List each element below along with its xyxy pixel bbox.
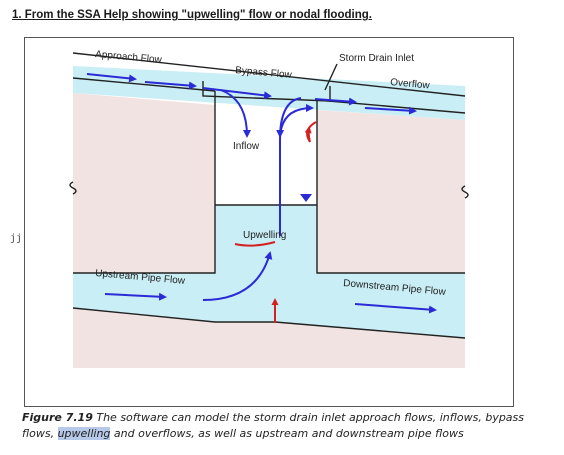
label-bypass-flow: Bypass Flow: [235, 65, 293, 81]
label-inflow: Inflow: [233, 141, 260, 152]
overflow-arrow: [314, 97, 357, 106]
caption-highlighted-word: upwelling: [57, 427, 111, 440]
overflow-arrow-2: [364, 106, 417, 115]
side-marker: jj: [10, 233, 23, 244]
bypass-arrow-2: [202, 87, 272, 100]
upwelling-shaft: [279, 104, 314, 236]
water-level-marker: [300, 194, 312, 202]
storm-drain-diagram: Approach Flow Bypass Flow Storm Drain In…: [24, 37, 514, 407]
annotation-curl-top: [307, 121, 317, 143]
upwelling-curve: [202, 251, 273, 301]
section-heading: 1. From the SSA Help showing "upwelling"…: [12, 9, 372, 21]
label-overflow: Overflow: [390, 77, 431, 91]
annotation-underline: [234, 241, 276, 247]
label-storm-drain-inlet: Storm Drain Inlet: [339, 53, 414, 64]
caption-figure-number: Figure 7.19: [22, 411, 93, 424]
soil-right: [317, 110, 465, 273]
upstream-arrow: [104, 292, 167, 301]
diagram-canvas: Approach Flow Bypass Flow Storm Drain In…: [69, 49, 469, 368]
caption-text-after: and overflows, as well as upstream and d…: [113, 427, 464, 440]
label-leader: [324, 63, 338, 91]
soil-left: [73, 93, 215, 273]
left-break: [69, 181, 77, 195]
label-approach-flow: Approach Flow: [95, 49, 163, 66]
right-break: [461, 185, 469, 199]
inlet-right-wall: [316, 100, 465, 274]
inlet-left-wall: [73, 91, 216, 274]
caption-text-before: The software can model the storm drain i…: [22, 411, 525, 440]
figure-caption: Figure 7.19 The software can model the s…: [22, 410, 552, 442]
pipe-bottom-line: [72, 307, 466, 339]
inflow-arrow-left: [220, 89, 251, 138]
label-upwelling: Upwelling: [243, 230, 286, 241]
approach-flow-arrow: [86, 73, 137, 83]
bypass-arrow-1: [144, 81, 197, 90]
road-surface-line: [72, 52, 466, 97]
downstream-arrow: [354, 303, 437, 314]
